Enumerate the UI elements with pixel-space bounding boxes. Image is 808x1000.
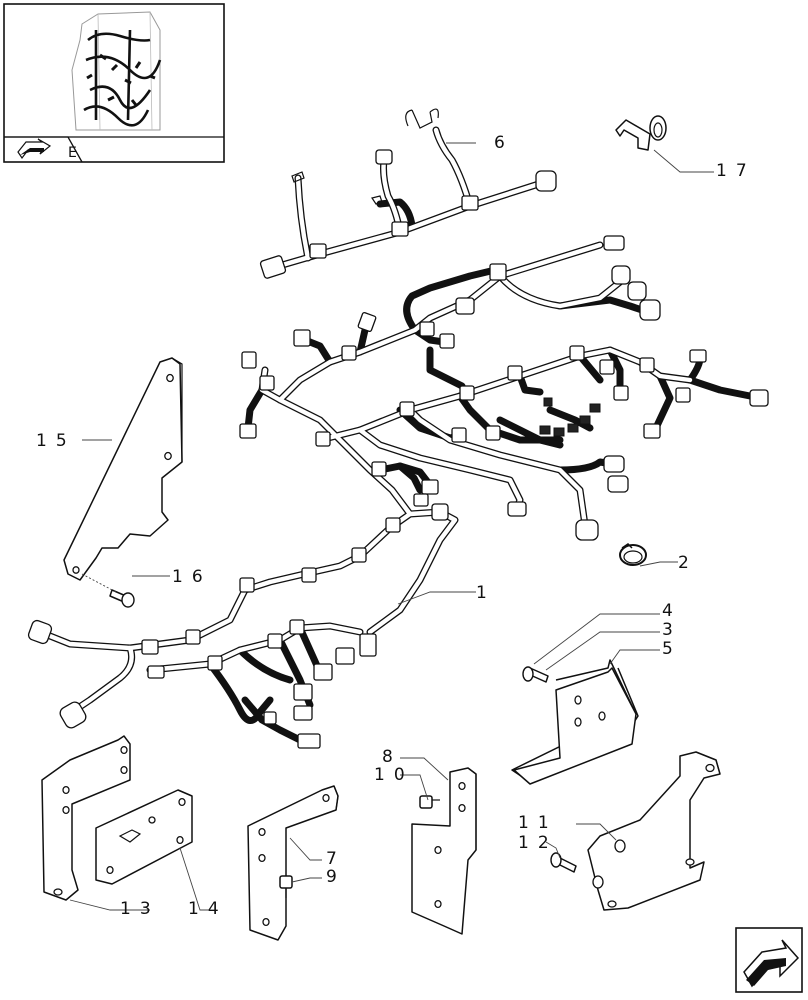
callout-14: 14: [188, 899, 228, 919]
part-10-bolt[interactable]: [419, 795, 440, 809]
leader-lines: [69, 142, 714, 911]
callout-12: 12: [518, 833, 558, 853]
nav-arrow-button[interactable]: [735, 927, 803, 993]
callout-10: 10: [374, 765, 414, 785]
part-12-bolt[interactable]: [550, 852, 577, 873]
part-5-plate[interactable]: [511, 659, 639, 785]
callout-labels: 6 17 15 2 16 1 4 3 5 8 10 11 12 7 9 13 1…: [36, 133, 756, 919]
part-8-bracket[interactable]: [411, 767, 477, 935]
callout-8: 8: [382, 747, 402, 767]
part-11-bracket[interactable]: [587, 751, 721, 911]
part-14-plate[interactable]: [95, 789, 193, 885]
part-6-harness[interactable]: [259, 108, 557, 279]
part-13-bracket[interactable]: [41, 735, 131, 901]
callout-9: 9: [326, 867, 346, 887]
callout-4: 4: [662, 601, 682, 621]
part-17-clip[interactable]: [615, 115, 667, 151]
part-3-4-bolt[interactable]: [522, 666, 549, 683]
thumbnail-arrow-icon: [17, 138, 52, 160]
callout-13: 13: [120, 899, 160, 919]
part-15-bracket[interactable]: [63, 357, 183, 581]
callout-17: 17: [716, 161, 756, 181]
part-16-bolt[interactable]: [81, 573, 135, 608]
callout-15: 15: [36, 431, 76, 451]
arrow-icon: [743, 939, 800, 988]
callout-16: 16: [172, 567, 212, 587]
callout-1: 1: [476, 583, 496, 603]
thumbnail-cab-drawing: [71, 11, 162, 131]
callout-3: 3: [662, 620, 682, 640]
callout-5: 5: [662, 639, 682, 659]
callout-11: 11: [518, 813, 558, 833]
callout-2: 2: [678, 553, 698, 573]
thumbnail-label: E: [68, 145, 77, 161]
part-7-bracket[interactable]: [247, 785, 339, 941]
callout-6: 6: [494, 133, 514, 153]
part-1-harness[interactable]: [27, 235, 769, 749]
thumbnail-inset[interactable]: E: [3, 3, 225, 163]
callout-7: 7: [326, 849, 346, 869]
part-2-clamp[interactable]: [619, 543, 647, 566]
